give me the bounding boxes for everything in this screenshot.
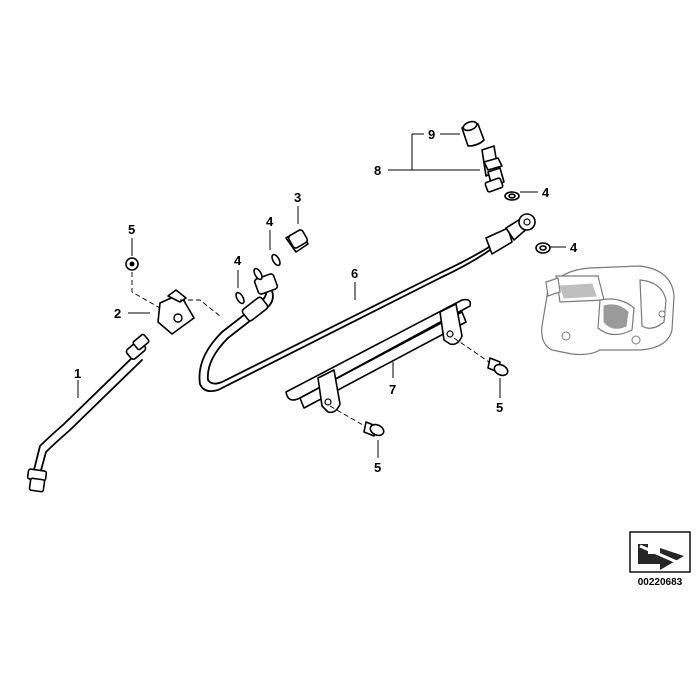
washer-parts	[235, 191, 551, 305]
brake-hose-part	[198, 213, 536, 393]
callout-6: 6	[351, 266, 358, 281]
screw-parts-lower	[329, 337, 509, 437]
callout-1: 1	[74, 366, 81, 381]
callout-9: 9	[428, 127, 435, 142]
callout-5-bracket: 5	[128, 222, 135, 237]
callout-4-hose-lower: 4	[234, 253, 242, 268]
callout-4-caliper: 4	[570, 240, 578, 255]
callout-2: 2	[114, 306, 121, 321]
callout-5-guard-right: 5	[496, 400, 503, 415]
callout-7: 7	[389, 382, 396, 397]
screw-part-upper-left	[125, 257, 161, 309]
diagram-reference-number: 00220683	[637, 577, 683, 588]
brake-line-part	[26, 333, 150, 493]
callout-8: 8	[374, 163, 381, 178]
callout-labels: 1 2 3 4 4 4 4 5 5 5 6 7 8 9	[74, 127, 578, 475]
callout-5-guard-left: 5	[374, 460, 381, 475]
reference-symbol	[629, 531, 691, 573]
direction-arrow-icon	[638, 544, 684, 570]
brake-caliper	[541, 265, 675, 356]
callout-4-hose-left: 4	[266, 214, 274, 229]
bracket-part	[157, 289, 221, 335]
callout-3: 3	[294, 190, 301, 205]
banjo-bolt-part	[285, 229, 309, 253]
bleed-valve-part	[481, 145, 505, 193]
dust-cap-part	[461, 120, 485, 147]
callout-4-valve: 4	[542, 185, 550, 200]
hose-guard-part	[285, 298, 472, 414]
leader-lines	[77, 133, 566, 458]
